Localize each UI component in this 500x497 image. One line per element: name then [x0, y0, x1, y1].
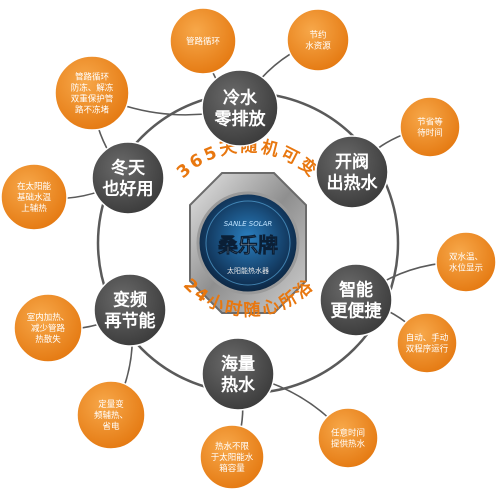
feature-bubble-mass-water-text: 海量: [221, 354, 255, 375]
detail-bubble-solar-base-text: 在太阳能: [17, 181, 52, 192]
detail-bubble-save-time-text: 节省等: [417, 117, 443, 128]
detail-bubble-antifreeze-text: 管路循环: [75, 72, 110, 83]
detail-bubble-level-display: 双水温、水位显示: [435, 231, 497, 293]
feature-bubble-smart-circle: [319, 263, 393, 337]
detail-bubble-antifreeze-circle: [54, 55, 130, 131]
logo-inner-ring: [205, 200, 291, 286]
detail-bubble-antifreeze-text: 路不冻堵: [75, 105, 110, 116]
detail-bubble-save-water-circle: [286, 8, 350, 72]
detail-bubble-solar-base-circle: [0, 163, 68, 231]
detail-bubble-antifreeze-text: 双重保护管: [71, 94, 114, 105]
detail-bubble-level-display-text: 水位显示: [449, 263, 483, 274]
detail-bubble-anytime-text: 提供热水: [331, 439, 366, 450]
detail-bubble-indoor-heat-text: 热散失: [35, 334, 61, 345]
logo-badge: 太阳能热水器: [227, 266, 269, 275]
detail-bubble-constant-heat-text: 频辅热、: [94, 410, 128, 421]
detail-bubble-auto-manual-circle: [396, 312, 458, 374]
detail-bubble-solar-base-text: 基础水温: [17, 192, 52, 203]
detail-bubble-constant-heat-text: 定量变: [98, 399, 124, 410]
feature-bubble-variable-freq-text: 变频: [113, 290, 147, 311]
detail-bubble-pipe-loop-text: 管路循环: [186, 36, 221, 47]
detail-bubble-antifreeze-text: 防冻、解冻: [71, 83, 114, 94]
detail-bubble-indoor-heat-text: 减少管路: [31, 323, 66, 334]
feature-bubble-winter-circle: [91, 141, 165, 215]
logo-subtitle: SANLE SOLAR: [224, 220, 273, 228]
feature-bubble-variable-freq-text: 再节能: [105, 311, 156, 332]
center-logo: SANLE SOLAR 桑乐牌 太阳能热水器: [189, 172, 307, 314]
detail-bubble-anytime-circle: [317, 407, 379, 469]
feature-bubble-cold-water-text: 冷水: [223, 88, 258, 109]
feature-bubble-variable-freq-circle: [93, 273, 167, 347]
feature-bubble-mass-water-text: 热水: [221, 375, 256, 396]
detail-bubble-constant-heat-circle: [76, 380, 146, 450]
logo-brand: 桑乐牌: [218, 233, 278, 257]
detail-bubble-solar-base-text: 上辅热: [21, 203, 47, 214]
detail-bubble-unlimited-text: 于太阳能水: [211, 452, 254, 463]
detail-bubble-indoor-heat-text: 室内加热、: [27, 312, 70, 323]
feature-bubble-cold-water-circle: [201, 69, 279, 147]
detail-bubble-save-time-text: 待时间: [417, 128, 443, 139]
detail-bubble-pipe-loop-circle: [169, 7, 237, 75]
feature-bubble-open-valve-text: 出热水: [327, 173, 379, 194]
detail-bubble-unlimited-circle: [199, 424, 265, 490]
detail-bubble-constant-heat-text: 省电: [102, 421, 120, 432]
detail-bubble-level-display-circle: [435, 231, 497, 293]
detail-bubble-level-display-text: 双水温、: [449, 252, 483, 263]
feature-bubble-open-valve-circle: [315, 135, 389, 209]
logo-disc: [196, 191, 300, 295]
feature-bubble-winter-text: 冬天: [111, 158, 146, 179]
feature-bubble-smart-text: 智能: [339, 280, 373, 301]
detail-bubble-indoor-heat-circle: [13, 293, 83, 363]
detail-bubble-pipe-loop: 管路循环: [169, 7, 237, 75]
feature-bubble-winter-text: 也好用: [103, 179, 154, 200]
detail-bubble-unlimited-text: 热水不限: [215, 441, 250, 452]
detail-bubble-auto-manual-text: 双程序运行: [406, 344, 449, 355]
feature-bubble-mass-water-circle: [201, 337, 275, 411]
detail-bubble-auto-manual-text: 自动、手动: [406, 333, 449, 344]
feature-bubble-smart-text: 更便捷: [331, 301, 383, 322]
detail-bubble-save-water-text: 节约: [309, 30, 326, 41]
feature-bubble-cold-water-text: 零排放: [214, 109, 267, 130]
feature-bubble-open-valve-text: 开阀: [335, 152, 369, 173]
detail-bubble-save-water-text: 水资源: [305, 41, 331, 52]
detail-bubble-anytime-text: 任意时间: [331, 428, 365, 439]
detail-bubble-save-time-circle: [399, 96, 461, 158]
detail-bubble-unlimited-text: 箱容量: [219, 463, 245, 474]
